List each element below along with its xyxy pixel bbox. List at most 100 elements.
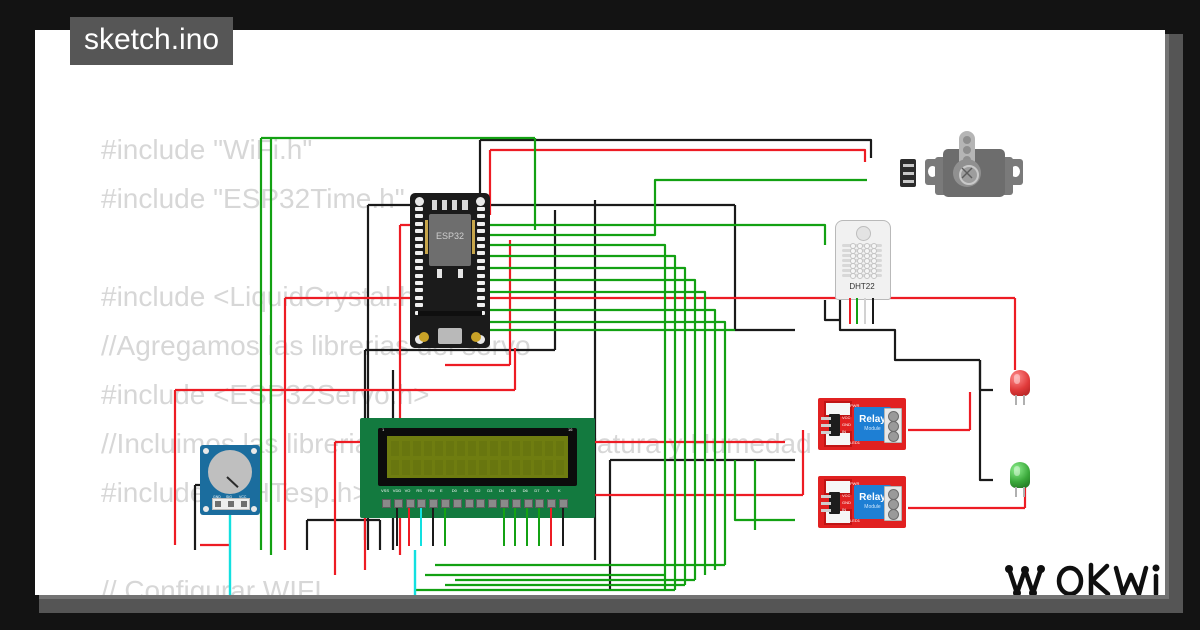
relay-gnd-label: GND (842, 422, 851, 427)
lcd-pin-pad[interactable] (511, 499, 521, 508)
lcd-pin-pad[interactable] (393, 499, 403, 508)
esp32-header-left[interactable] (415, 207, 423, 319)
servo-pin (903, 164, 914, 167)
esp32-enable-button[interactable] (471, 332, 481, 342)
lcd-pin-label: E (440, 488, 443, 493)
servo-horn-hole (963, 146, 971, 154)
lcd-pin-label: D0 (451, 488, 457, 493)
esp32-pin[interactable] (415, 229, 423, 234)
lcd-character-cell (479, 441, 487, 456)
lcd-pin-pad[interactable] (382, 499, 391, 508)
part-servo-motor[interactable] (895, 131, 1040, 199)
esp32-pin[interactable] (477, 214, 485, 219)
esp32-pin[interactable] (477, 273, 485, 278)
esp32-header-right[interactable] (477, 207, 485, 319)
part-led-red[interactable] (1010, 370, 1030, 405)
esp32-pin[interactable] (477, 251, 485, 256)
esp32-boot-button[interactable] (419, 332, 429, 342)
esp32-mount-hole (476, 197, 485, 206)
esp32-pin[interactable] (477, 281, 485, 285)
esp32-pin[interactable] (415, 244, 423, 248)
esp32-pin[interactable] (415, 207, 423, 211)
lcd-pin-pad[interactable] (429, 499, 439, 508)
esp32-pin[interactable] (477, 303, 485, 308)
servo-mount-hole (928, 166, 937, 177)
lcd-character-cell (468, 441, 476, 456)
lcd-character-cell (512, 441, 520, 456)
lcd-pin-pad[interactable] (559, 499, 568, 508)
lcd-wire-stub (408, 508, 411, 546)
lcd-pin-pad[interactable] (405, 499, 415, 508)
esp32-pin[interactable] (415, 258, 423, 263)
lcd-pin-pad[interactable] (547, 499, 557, 508)
servo-mount-hole (1011, 166, 1020, 177)
pot-knob[interactable] (208, 450, 252, 494)
relay-led1-label: LED1 (850, 518, 861, 523)
pot-pin (228, 501, 234, 507)
esp32-pin[interactable] (477, 244, 485, 248)
part-relay-module-1[interactable]: PWR LED1 VCC GND IN Relay Module (818, 398, 906, 450)
esp32-pin[interactable] (415, 281, 423, 285)
lcd-character-cell (402, 460, 410, 475)
pot-pin (215, 501, 221, 507)
lcd-pin-pad[interactable] (464, 499, 474, 508)
part-relay-module-2[interactable]: PWR LED1 VCC GND IN Relay Module (818, 476, 906, 528)
part-dht22-sensor[interactable]: DHT22 (835, 220, 891, 325)
esp32-pin[interactable] (415, 295, 423, 300)
lcd-character-cell (545, 441, 553, 456)
lcd-pin-pad[interactable] (417, 499, 427, 508)
part-led-green[interactable] (1010, 462, 1030, 497)
servo-hub-cross-icon (961, 167, 973, 179)
pot-mount-hole (251, 506, 257, 512)
esp32-pin[interactable] (415, 288, 423, 293)
esp32-pin[interactable] (415, 214, 423, 219)
esp32-pin[interactable] (415, 273, 423, 278)
relay-label: Relay (859, 492, 886, 503)
esp32-pin[interactable] (477, 295, 485, 300)
part-esp32-devkit[interactable]: ESP32 (410, 193, 490, 348)
servo-horn-hole (963, 136, 971, 144)
lcd-pin-pad[interactable] (535, 499, 545, 508)
part-potentiometer[interactable]: GND SIG VCC (200, 445, 260, 515)
esp32-pin[interactable] (477, 236, 485, 241)
lcd-pin-pad[interactable] (441, 499, 450, 508)
lcd-pin-row[interactable] (382, 496, 572, 546)
esp32-pin[interactable] (415, 236, 423, 241)
esp32-pin[interactable] (415, 303, 423, 308)
diagram-canvas[interactable]: #include "WiFi.h"#include "ESP32Time.h"#… (35, 30, 1165, 595)
lcd-pin-pad[interactable] (488, 499, 498, 508)
esp32-pin[interactable] (477, 258, 485, 263)
lcd-pin-pad[interactable] (452, 499, 462, 508)
lcd-character-cell (490, 460, 498, 475)
lcd-pin-label: A (546, 488, 549, 493)
esp32-pin[interactable] (477, 221, 485, 226)
relay-pin (821, 424, 831, 427)
esp32-gold-pad (425, 220, 428, 254)
esp32-pin[interactable] (477, 288, 485, 293)
relay-screw-terminal[interactable] (884, 408, 902, 443)
pot-vcc-label: VCC (239, 495, 247, 499)
dht22-grille-hole (864, 273, 870, 279)
relay-screw-terminal[interactable] (884, 486, 902, 521)
lcd-pin-pad[interactable] (476, 499, 486, 508)
dht22-pin (872, 298, 874, 324)
esp32-pin[interactable] (415, 251, 423, 256)
relay-input-header[interactable] (821, 414, 840, 436)
lcd-character-cell (457, 460, 465, 475)
lcd-character-cell (468, 460, 476, 475)
file-tab-sketch-ino[interactable]: sketch.ino (70, 17, 234, 65)
pot-mount-hole (203, 448, 209, 454)
esp32-pin[interactable] (477, 207, 485, 211)
relay-input-header[interactable] (821, 492, 840, 514)
relay-gnd-label: GND (842, 500, 851, 505)
esp32-pin[interactable] (415, 221, 423, 226)
dht22-label: DHT22 (849, 282, 875, 291)
esp32-pin[interactable] (415, 266, 423, 271)
esp32-pin[interactable] (477, 266, 485, 271)
lcd-pin-pad[interactable] (523, 499, 533, 508)
lcd-pin-pad[interactable] (500, 499, 509, 508)
esp32-pin[interactable] (477, 229, 485, 234)
pot-header[interactable] (212, 498, 250, 510)
